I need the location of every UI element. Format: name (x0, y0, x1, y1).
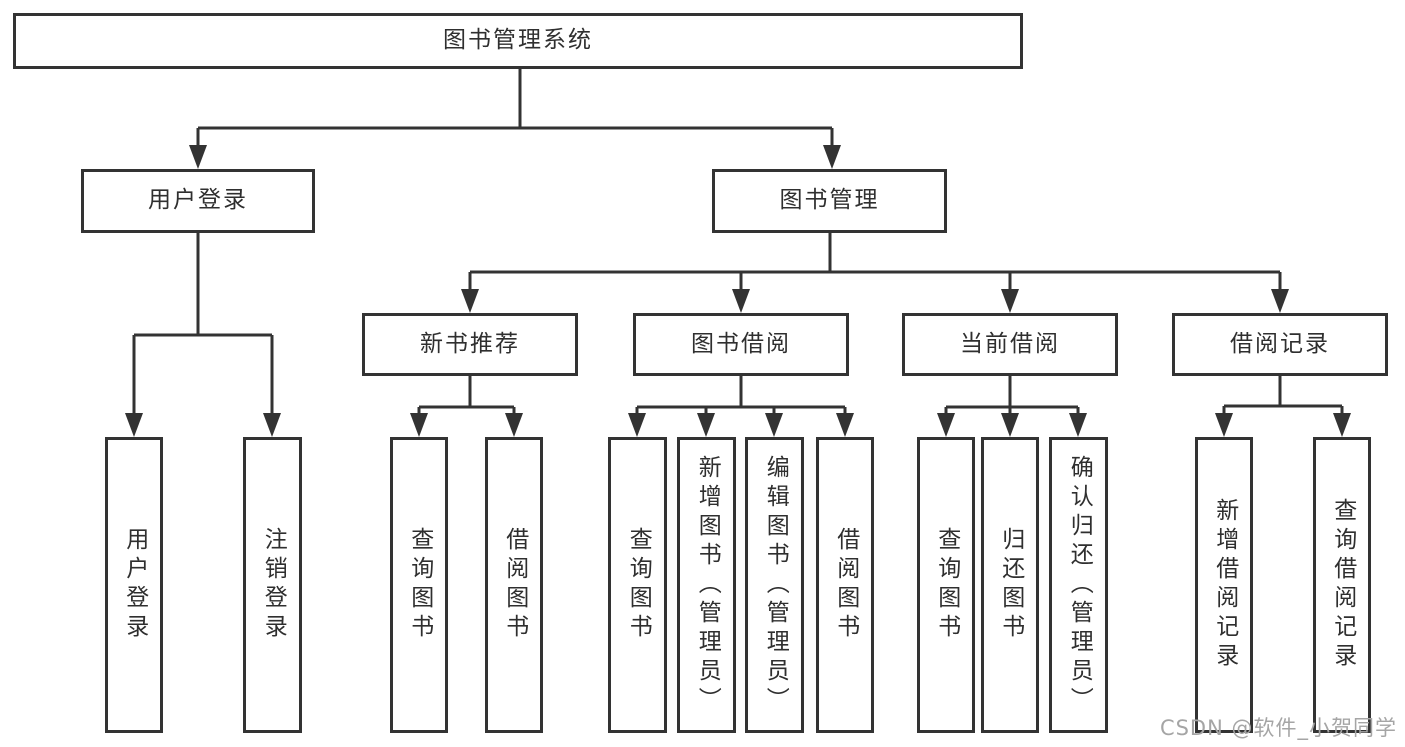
leaf-query-books-current: 查询图书 (917, 437, 975, 733)
leaf-edit-book-admin: 编辑图书（管理员） (745, 437, 804, 733)
leaf-logout-login: 注销登录 (243, 437, 302, 733)
node-current-borrow: 当前借阅 (902, 313, 1118, 376)
leaf-query-books-recommend: 查询图书 (390, 437, 448, 733)
leaf-add-borrow-record: 新增借阅记录 (1195, 437, 1253, 733)
connector-new-book-rec-children (410, 376, 523, 437)
leaf-query-borrow-record: 查询借阅记录 (1313, 437, 1371, 733)
node-new-book-recommend: 新书推荐 (362, 313, 578, 376)
node-book-borrow: 图书借阅 (633, 313, 849, 376)
node-root: 图书管理系统 (13, 13, 1023, 69)
csdn-watermark: CSDN @软件_小贺同学 (1159, 716, 1397, 740)
leaf-add-book-admin: 新增图书（管理员） (677, 437, 736, 733)
connector-user-login-children (125, 233, 281, 437)
leaf-confirm-return-admin: 确认归还（管理员） (1049, 437, 1108, 733)
leaf-user-login: 用户登录 (105, 437, 163, 733)
leaf-borrow-books-recommend: 借阅图书 (485, 437, 543, 733)
connector-book-mgmt-children (461, 233, 1289, 313)
connector-current-borrow-children (937, 376, 1087, 437)
connector-book-borrow-children (628, 376, 854, 437)
leaf-query-books-borrow: 查询图书 (608, 437, 667, 733)
connector-root-to-level2 (189, 69, 841, 169)
connector-borrow-records-children (1215, 376, 1351, 437)
leaf-return-books: 归还图书 (981, 437, 1039, 733)
node-book-management: 图书管理 (712, 169, 947, 233)
node-user-login: 用户登录 (81, 169, 315, 233)
node-borrow-records: 借阅记录 (1172, 313, 1388, 376)
leaf-borrow-books: 借阅图书 (816, 437, 874, 733)
